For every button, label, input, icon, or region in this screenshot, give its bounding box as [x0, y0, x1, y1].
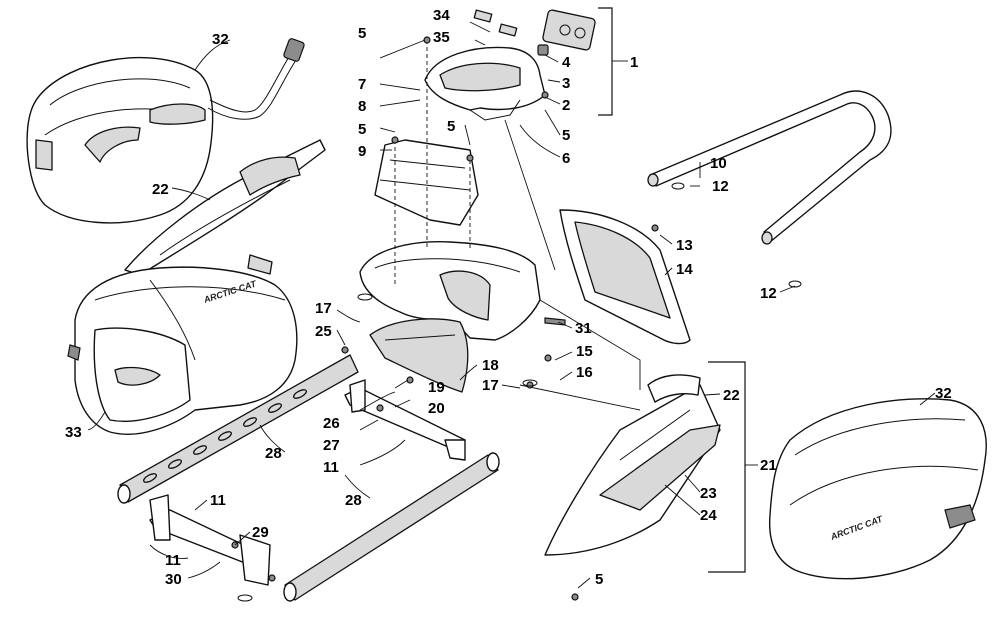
- callout-34: 34: [433, 7, 450, 24]
- callout-28-a: 28: [265, 445, 282, 462]
- callout-5-d: 5: [562, 127, 570, 144]
- assembly-lines: [394, 40, 641, 411]
- callout-17-b: 17: [482, 377, 499, 394]
- callout-26: 26: [323, 415, 340, 432]
- callout-15: 15: [576, 343, 593, 360]
- callout-4: 4: [562, 54, 571, 71]
- callout-13: 13: [676, 237, 693, 254]
- callout-17-a: 17: [315, 300, 332, 317]
- callout-11-c: 11: [323, 459, 339, 476]
- callout-21: 21: [760, 457, 777, 474]
- callout-labels: 1 2 3 4 5 5 5 5 5 6 7 8 9 10 11 11 11 12…: [65, 7, 952, 588]
- grab-bar: [647, 90, 892, 245]
- callout-7: 7: [358, 76, 366, 93]
- callout-27: 27: [323, 437, 340, 454]
- callout-28-b: 28: [345, 492, 362, 509]
- callout-16: 16: [576, 364, 593, 381]
- leader-lines: [87, 21, 936, 589]
- callout-31: 31: [575, 320, 592, 337]
- tail-light-assembly: [424, 9, 596, 121]
- callout-24: 24: [700, 507, 717, 524]
- callout-6: 6: [562, 150, 570, 167]
- saddle-bag-right: ARCTIC CAT: [768, 398, 987, 580]
- callout-20: 20: [428, 400, 445, 417]
- mount-bracket-lower: [149, 494, 271, 586]
- callout-5-c: 5: [447, 118, 455, 135]
- side-reflector-panel: [559, 209, 691, 345]
- callout-12-b: 12: [760, 285, 777, 302]
- callout-23: 23: [700, 485, 717, 502]
- callout-2: 2: [562, 97, 570, 114]
- callout-8: 8: [358, 98, 366, 115]
- callout-11-b: 11: [165, 552, 181, 569]
- callout-22-a: 22: [152, 181, 169, 198]
- passenger-seat: ARCTIC CAT: [67, 254, 298, 435]
- callout-1: 1: [630, 54, 638, 71]
- callout-18: 18: [482, 357, 499, 374]
- callout-33: 33: [65, 424, 82, 441]
- rear-panel: [374, 139, 479, 226]
- lower-side-panel: [369, 318, 469, 393]
- callout-32-a: 32: [212, 31, 229, 48]
- callout-5-a: 5: [358, 25, 366, 42]
- callout-29: 29: [252, 524, 269, 541]
- callout-12-a: 12: [712, 178, 729, 195]
- bracket-group-1: [598, 7, 613, 116]
- callout-3: 3: [562, 75, 570, 92]
- callout-35: 35: [433, 29, 450, 46]
- mount-bracket-upper: [344, 379, 466, 461]
- callout-30: 30: [165, 571, 182, 588]
- callout-10: 10: [710, 155, 727, 172]
- bracket-group-21: [708, 361, 746, 573]
- rack-rail-lower: [283, 452, 500, 602]
- rear-fender-housing: [359, 241, 541, 341]
- callout-19: 19: [428, 379, 445, 396]
- callout-9: 9: [358, 143, 366, 160]
- rack-rail-left: [117, 354, 359, 504]
- side-panel-assembly: [544, 374, 721, 556]
- callout-5-e: 5: [595, 571, 603, 588]
- callout-25: 25: [315, 323, 332, 340]
- saddle-bag-left: [26, 38, 305, 224]
- callout-11-a: 11: [210, 492, 226, 509]
- seat-support-left: [124, 139, 326, 276]
- callout-14: 14: [676, 261, 693, 278]
- callout-32-b: 32: [935, 385, 952, 402]
- callout-22-b: 22: [723, 387, 740, 404]
- callout-5-b: 5: [358, 121, 366, 138]
